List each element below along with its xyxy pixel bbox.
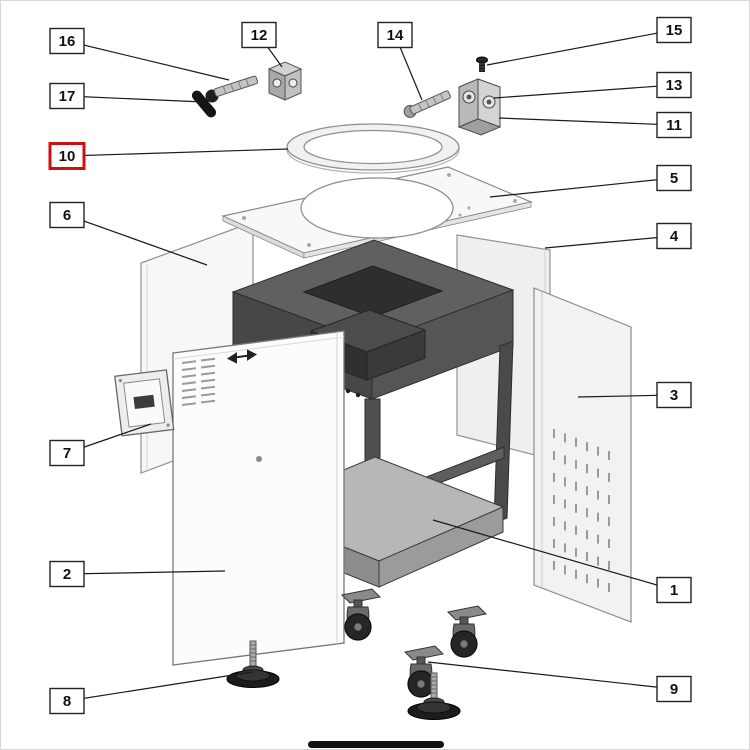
callout-label-12: 12	[251, 27, 268, 44]
leader-lines	[66, 29, 675, 702]
callout-12-upper-bracket[interactable]: 12	[241, 21, 277, 49]
callout-10-top-ring[interactable]: 10	[48, 142, 86, 170]
callout-17-t-knob[interactable]: 17	[49, 82, 85, 110]
upper-bracket	[267, 61, 303, 101]
callout-4-rear-right-panel[interactable]: 4	[656, 222, 692, 250]
leader-line-13	[493, 84, 675, 99]
callout-label-1: 1	[670, 582, 678, 599]
leader-line-11	[498, 117, 675, 126]
callout-9-caster[interactable]: 9	[656, 675, 692, 703]
door-vent-slots	[181, 357, 216, 406]
caster-wheel	[341, 588, 381, 641]
callout-label-8: 8	[63, 693, 71, 710]
vent-slots	[553, 429, 610, 592]
leader-line-10	[66, 148, 289, 157]
callout-14-hinge-bolt[interactable]: 14	[377, 21, 413, 49]
right-side-panel	[533, 287, 632, 623]
callout-label-2: 2	[63, 566, 71, 583]
top-ring	[286, 123, 460, 174]
leader-line-4	[544, 235, 675, 249]
callout-label-17: 17	[59, 88, 76, 105]
callout-label-6: 6	[63, 207, 71, 224]
leader-line-2	[66, 570, 226, 575]
hinge-bracket-assembly	[457, 78, 502, 136]
leader-line-1	[432, 519, 675, 591]
callout-label-5: 5	[670, 170, 678, 187]
callout-1-base-frame[interactable]: 1	[656, 576, 692, 604]
callout-label-10: 10	[59, 148, 76, 165]
mounting-bolt	[213, 75, 259, 97]
leader-line-16	[66, 40, 230, 81]
door-latch	[114, 369, 175, 437]
hinge-bolt	[403, 90, 451, 118]
callout-label-3: 3	[670, 387, 678, 404]
direction-arrow-icon	[226, 349, 258, 364]
callout-label-7: 7	[63, 445, 71, 462]
callout-2-front-door-panel[interactable]: 2	[49, 560, 85, 588]
callout-5-top-panel[interactable]: 5	[656, 164, 692, 192]
leader-line-9	[427, 661, 675, 690]
caster-wheel	[447, 605, 487, 658]
top-panel	[221, 166, 533, 259]
callout-16-mounting-bolt[interactable]: 16	[49, 27, 85, 55]
callout-6-rear-left-panel[interactable]: 6	[49, 201, 85, 229]
leader-line-6	[66, 214, 208, 266]
callout-label-15: 15	[666, 22, 683, 39]
t-knob	[191, 89, 219, 118]
leader-line-5	[489, 177, 675, 198]
callout-label-9: 9	[670, 681, 678, 698]
callout-boxes: 16 12 14 15 17 13 11 10 5 6 4 3 7 2 1 8 9	[48, 16, 692, 715]
leader-line-8	[66, 671, 253, 702]
bottom-handle-bar	[308, 741, 444, 748]
callout-13-hinge-bracket-upper[interactable]: 13	[656, 71, 692, 99]
callout-3-right-side-panel[interactable]: 3	[656, 381, 692, 409]
callout-label-16: 16	[59, 33, 76, 50]
leader-line-17	[66, 95, 205, 103]
callout-7-door-latch[interactable]: 7	[49, 439, 85, 467]
callout-8-leveling-foot[interactable]: 8	[49, 687, 85, 715]
set-screw	[476, 56, 488, 72]
callout-label-4: 4	[670, 228, 679, 245]
callout-label-13: 13	[666, 77, 683, 94]
callout-label-11: 11	[666, 117, 682, 134]
callout-11-hinge-bracket-lower[interactable]: 11	[656, 111, 692, 139]
front-door-panel	[172, 330, 345, 666]
callout-15-set-screw[interactable]: 15	[656, 16, 692, 44]
callout-label-14: 14	[387, 27, 404, 44]
leader-line-15	[486, 29, 675, 66]
